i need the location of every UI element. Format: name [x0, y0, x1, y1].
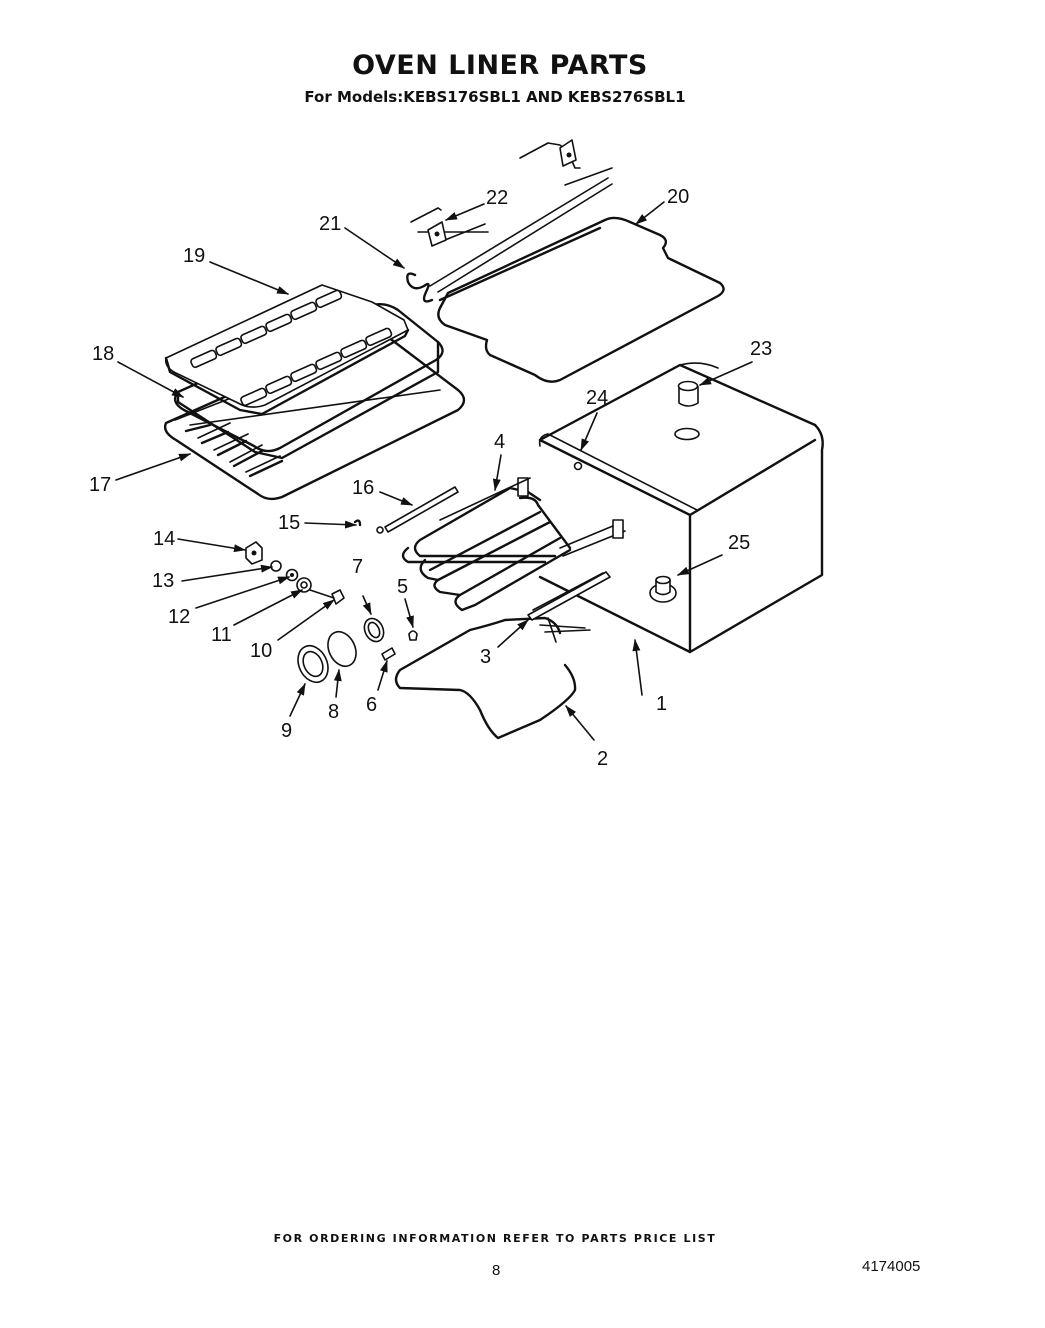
- oven-liner-box: [538, 362, 824, 654]
- callout-labels: 1 2 3 4 5 6 7 8 9 10 11 12 13 14 15 16 1…: [89, 186, 772, 770]
- callout-20: 20: [667, 186, 689, 208]
- document-number: 4174005: [862, 1258, 921, 1275]
- callout-7: 7: [352, 556, 363, 578]
- callout-15: 15: [278, 512, 300, 534]
- callout-24: 24: [586, 387, 608, 409]
- broil-element-upper: [406, 139, 725, 383]
- rack-support-rod: [353, 486, 459, 534]
- callout-9: 9: [281, 720, 292, 742]
- callout-12: 12: [168, 606, 190, 628]
- callout-8: 8: [328, 701, 339, 723]
- callout-17: 17: [89, 474, 111, 496]
- oven-light-assembly: [245, 541, 418, 684]
- callout-22: 22: [486, 187, 508, 209]
- leader-arrows: [115, 201, 753, 741]
- callout-11: 11: [211, 624, 232, 646]
- callout-18: 18: [92, 343, 114, 365]
- broiler-pan: [173, 302, 444, 460]
- bake-element: [394, 616, 591, 740]
- broiler-pan-grid: [164, 284, 410, 416]
- callout-13: 13: [152, 570, 174, 592]
- callout-5: 5: [397, 576, 408, 598]
- callout-19: 19: [183, 245, 205, 267]
- callout-25: 25: [728, 532, 750, 554]
- callout-3: 3: [480, 646, 491, 668]
- callout-16: 16: [352, 477, 374, 499]
- callout-23: 23: [750, 338, 772, 360]
- page-title: OVEN LINER PARTS: [352, 50, 648, 81]
- model-numbers: For Models:KEBS176SBL1 AND KEBS276SBL1: [304, 88, 686, 106]
- page-number: 8: [492, 1262, 501, 1279]
- ordering-note: FOR ORDERING INFORMATION REFER TO PARTS …: [273, 1232, 717, 1245]
- callout-21: 21: [319, 213, 341, 235]
- callout-6: 6: [366, 694, 377, 716]
- callout-4: 4: [494, 431, 505, 453]
- callout-10: 10: [250, 640, 272, 662]
- broil-element: [401, 477, 626, 621]
- callout-1: 1: [656, 693, 667, 715]
- callout-14: 14: [153, 528, 175, 550]
- callout-2: 2: [597, 748, 608, 770]
